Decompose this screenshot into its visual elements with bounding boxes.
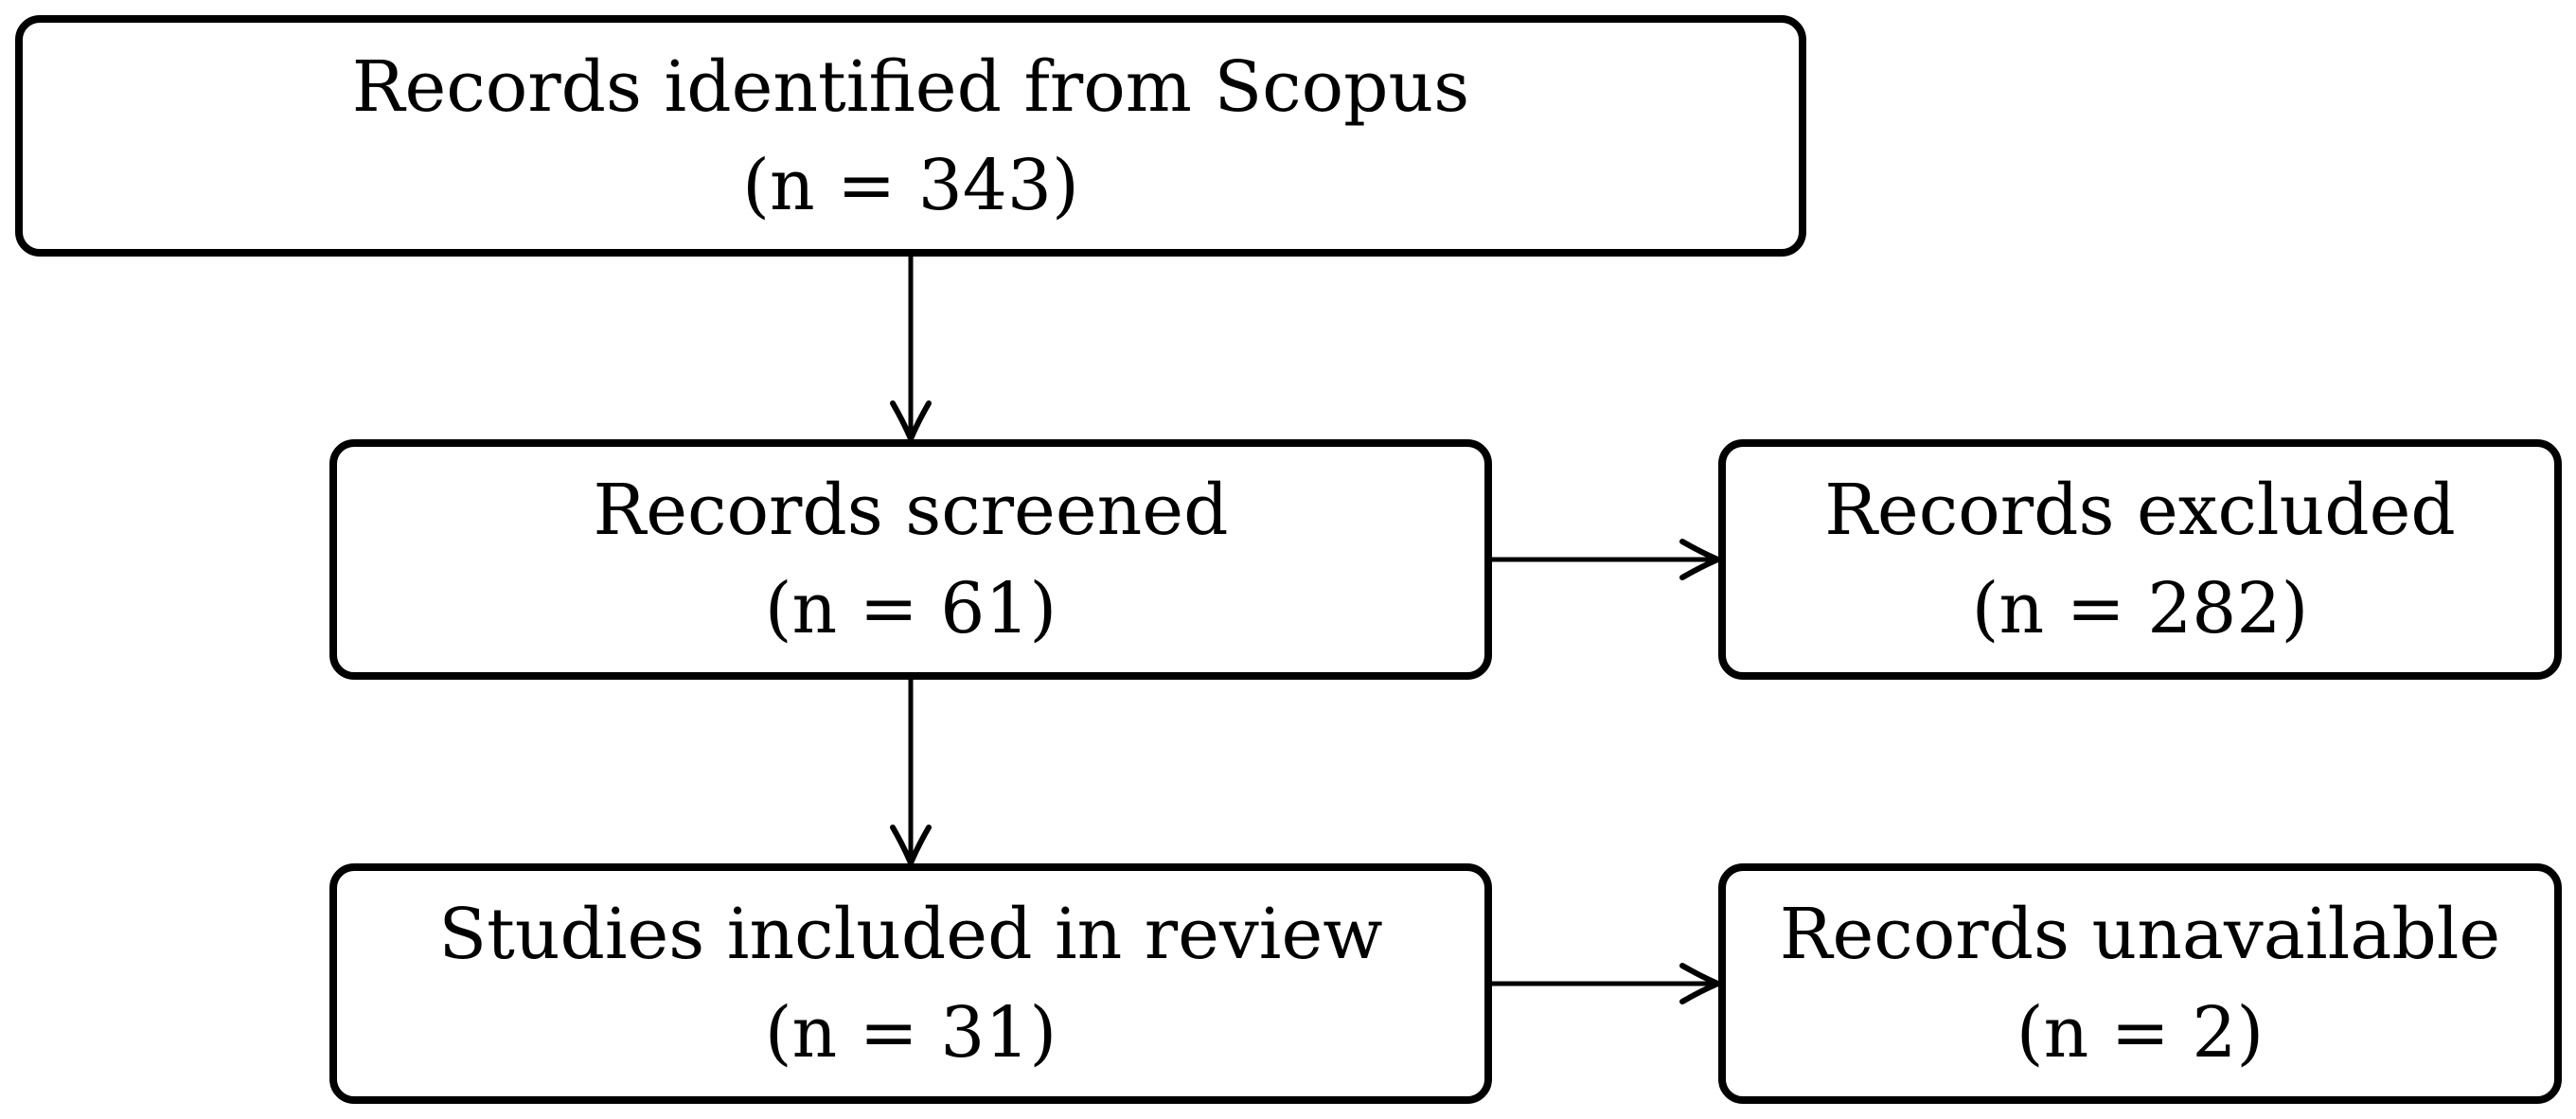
records-identified-label: Records identified from Scopus xyxy=(351,45,1470,128)
records-unavailable-label: Records unavailable xyxy=(1779,894,2501,975)
studies-included-box: Studies included in review (n = 31) xyxy=(329,863,1492,1104)
records-identified-count: (n = 343) xyxy=(742,144,1079,226)
records-excluded-count: (n = 282) xyxy=(1971,568,2309,649)
records-unavailable-count: (n = 2) xyxy=(2016,992,2265,1074)
records-identified-box: Records identified from Scopus (n = 343) xyxy=(15,15,1806,257)
records-unavailable-box: Records unavailable (n = 2) xyxy=(1718,863,2562,1104)
studies-included-label: Studies included in review xyxy=(438,894,1383,975)
records-excluded-box: Records excluded (n = 282) xyxy=(1718,439,2562,680)
records-screened-box: Records screened (n = 61) xyxy=(329,439,1492,680)
records-screened-label: Records screened xyxy=(593,470,1229,551)
records-screened-count: (n = 61) xyxy=(764,568,1057,649)
records-excluded-label: Records excluded xyxy=(1824,470,2456,551)
studies-included-count: (n = 31) xyxy=(764,992,1057,1074)
